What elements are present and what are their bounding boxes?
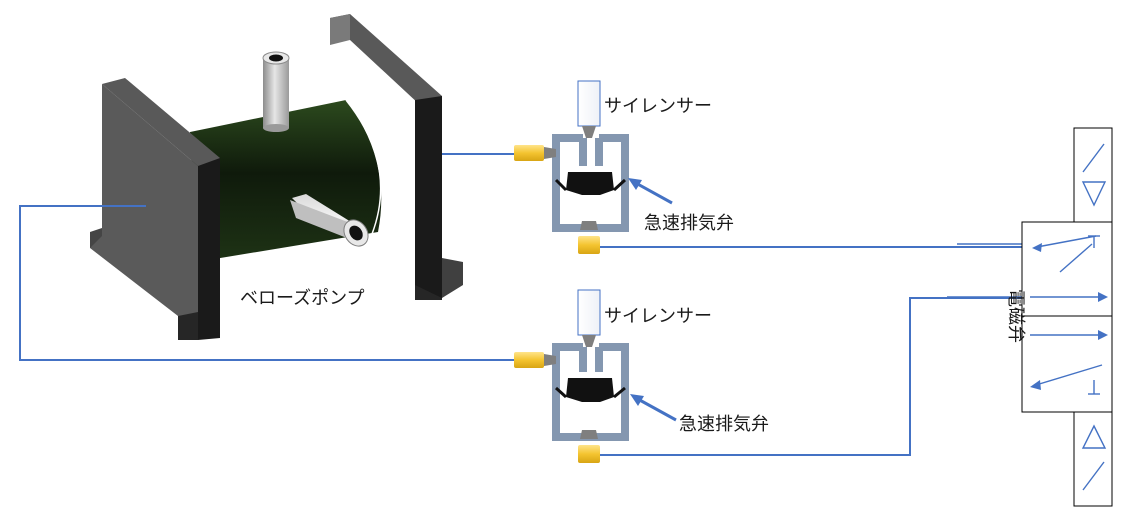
quick-exhaust-valve-top: [514, 80, 673, 254]
top-port-tube: [262, 51, 290, 132]
solenoid-label: 電磁弁: [1005, 289, 1026, 343]
solenoid-valve: 電磁弁: [1005, 127, 1113, 507]
silencer-top-label: サイレンサー: [604, 96, 712, 117]
valve-bottom-label: 急速排気弁: [679, 414, 769, 435]
silencer-bottom-label: サイレンサー: [604, 306, 712, 327]
pipe-pump-to-bottom-valve: [19, 205, 514, 361]
side-port-tube: [290, 194, 369, 247]
quick-exhaust-valve-bottom: [514, 289, 677, 463]
left-support-frame: [90, 78, 220, 340]
right-support-frame: [330, 14, 463, 300]
valve-top-label: 急速排気弁: [644, 213, 734, 234]
fitting-bottom-left: [514, 352, 544, 368]
fitting-bottom-bottom: [578, 445, 600, 463]
pipe-bottom-valve-to-solenoid: [600, 297, 1022, 456]
fitting-top-bottom: [578, 236, 600, 254]
fitting-top-left: [514, 145, 544, 161]
pump-label: ベローズポンプ: [240, 288, 365, 309]
piping: [19, 153, 1022, 456]
silencer-bottom: [577, 289, 601, 336]
silencer-top: [577, 80, 601, 127]
bellows-pump: ベローズポンプ: [90, 14, 463, 340]
